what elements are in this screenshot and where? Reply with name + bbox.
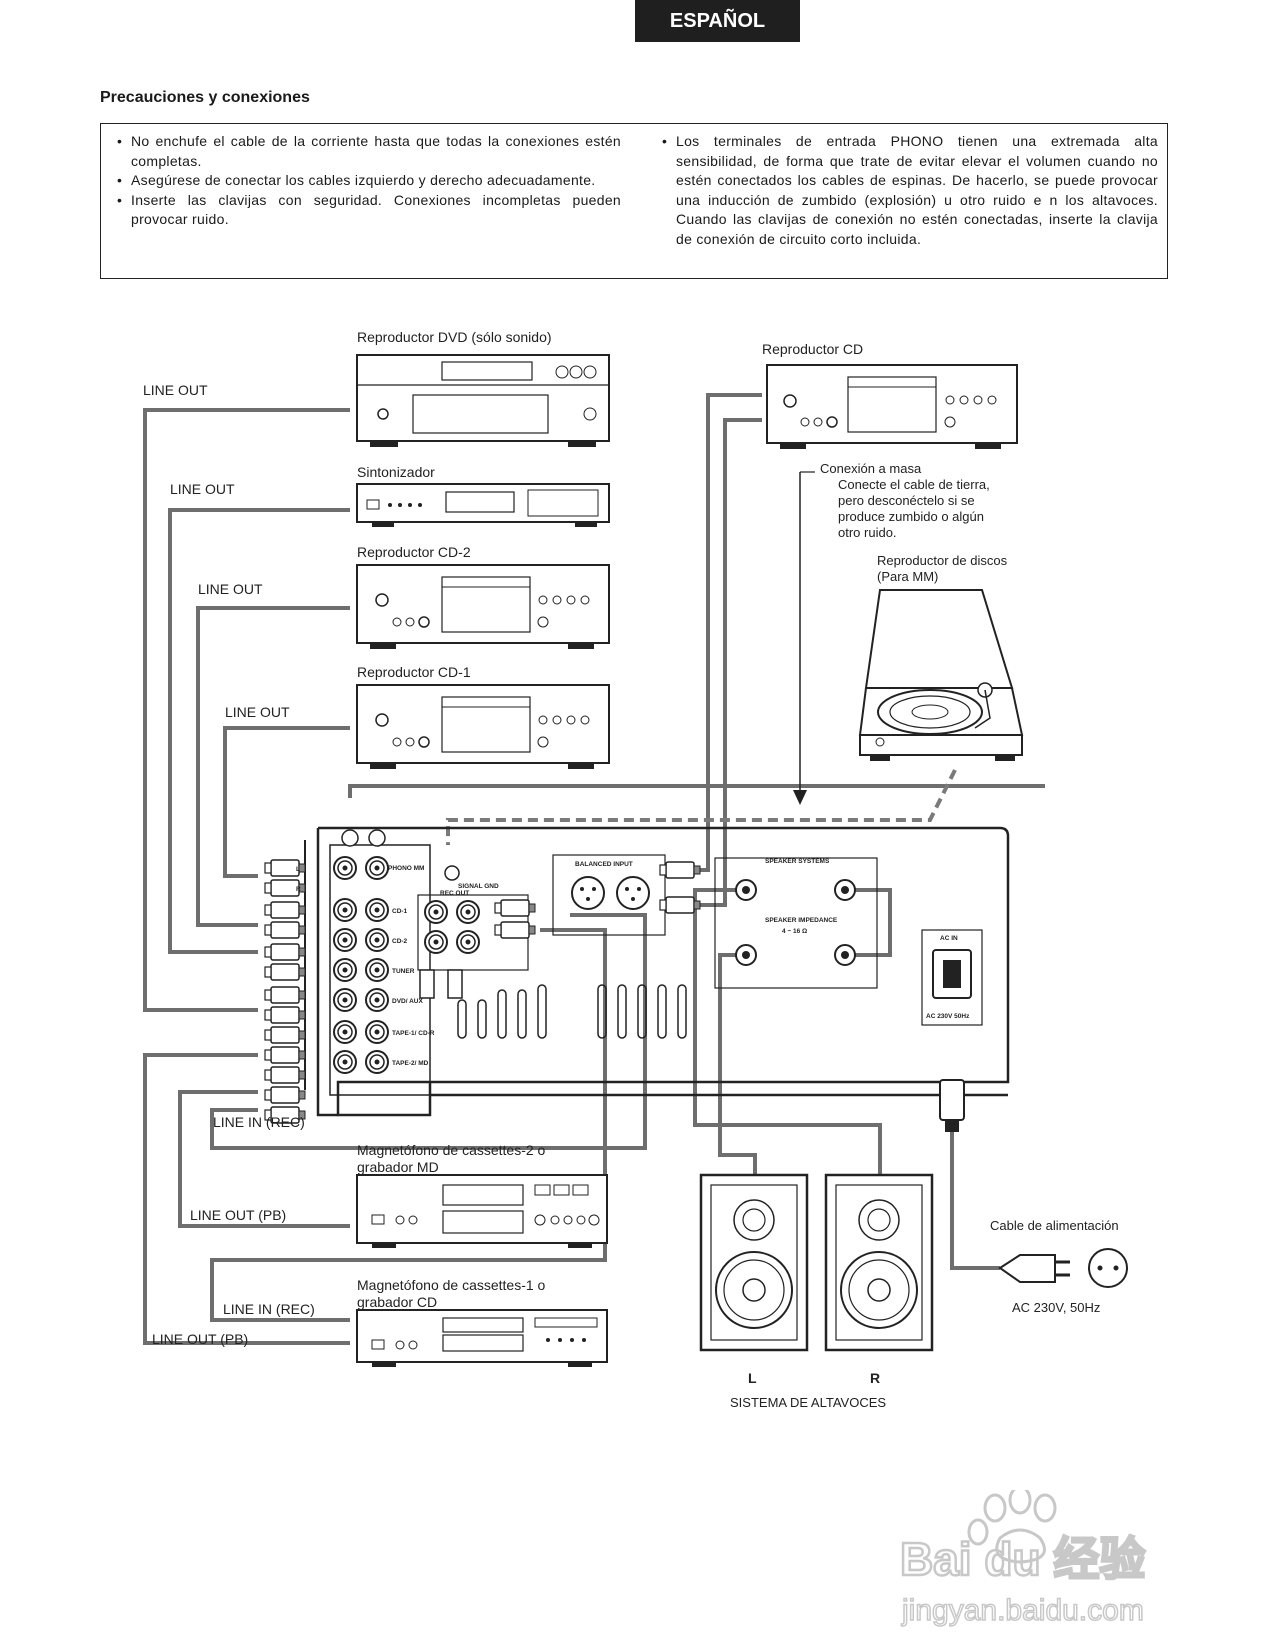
cable-speaker-r [693,888,882,1175]
cable-tape2-pb [178,1090,350,1228]
cable-cd-balanced-1 [700,393,762,872]
label-speaker-r: R [870,1370,880,1386]
label-line-out-pb-2: LINE OUT (PB) [190,1207,286,1223]
label-line-in-rec-1: LINE IN (REC) [223,1301,315,1317]
dvd-player [356,354,610,447]
precaution-item: Los terminales de entrada PHONO tienen u… [656,132,1158,249]
precaution-item: Inserte las clavijas con seguridad. Cone… [111,191,621,230]
label-ac-in: AC IN [940,935,958,942]
ground-note: pero desconéctelo si se [838,493,975,508]
cable-cd2 [196,606,350,927]
label-ac-rating: AC 230V 50Hz [926,1013,970,1020]
label-tape2: TAPE-2/ MD [392,1060,429,1067]
cable-tuner [168,508,350,954]
label-phono-mm: PHONO MM [388,865,424,872]
label-cd2: CD-2 [392,938,408,945]
section-title: Precauciones y conexiones [100,89,310,106]
paw-icon [967,1490,1057,1564]
cable-tape1-pb [143,1053,350,1345]
cd-player-2 [356,564,610,649]
label-tape2-md: grabador MD [357,1159,439,1175]
label-dvd-aux: DVD/ AUX [392,998,423,1005]
label-dvd-player: Reproductor DVD (sólo sonido) [357,329,552,345]
cable-phono [348,784,1045,798]
cable-power [950,1130,1000,1270]
amplifier-rear-panel: PHONO MM SIGNAL GND CD-1 CD-2 TUNER DVD/… [304,826,1010,1117]
cable-tape2-rec [210,913,647,1150]
label-turntable-mm: (Para MM) [877,569,938,584]
cable-cd-balanced-2 [700,418,762,907]
turntable [858,589,1024,761]
label-signal-gnd: SIGNAL GND [458,883,499,890]
cables [143,393,1045,1345]
label-tape1: Magnetófono de cassettes-1 o [357,1277,546,1293]
precautions-left: No enchufe el cable de la corriente hast… [111,132,621,230]
label-line-out-dvd: LINE OUT [143,382,208,398]
label-line-out-pb-1: LINE OUT (PB) [152,1331,248,1347]
ground-wire [446,769,957,845]
label-speaker-impedance: SPEAKER IMPEDANCE [765,917,838,924]
label-line-in-rec-2: LINE IN (REC) [213,1114,305,1130]
label-rec-out: REC OUT [440,890,469,897]
ground-arrow [793,790,807,805]
tape-deck-1 [356,1309,608,1367]
tuner [356,483,610,527]
label-speaker-l: L [748,1370,757,1386]
ground-note: Conecte el cable de tierra, [838,477,990,492]
tape-deck-2 [356,1174,608,1248]
plug-label-r: R [296,886,301,893]
watermark-url: jingyan.baidu.com [901,1594,1144,1627]
cable-dvd [143,408,350,1012]
label-line-out-cd1: LINE OUT [225,704,290,720]
label-turntable: Reproductor de discos [877,553,1008,568]
precaution-item: Asegúrese de conectar los cables izquier… [111,171,621,191]
plug-label-l: L [296,866,300,873]
label-cd: Reproductor CD [762,341,863,357]
cable-speaker-l [718,953,757,1175]
label-balanced-input: BALANCED INPUT [575,861,633,868]
label-speaker-system: SISTEMA DE ALTAVOCES [730,1395,886,1410]
cd-player [766,364,1018,449]
label-line-out-cd2: LINE OUT [198,581,263,597]
ground-note: otro ruido. [838,525,897,540]
ground-note: produce zumbido o algún [838,509,984,524]
label-power-spec: AC 230V, 50Hz [1012,1300,1100,1315]
watermark-brand: Bai du 经验 [900,1533,1145,1585]
label-speaker-systems: SPEAKER SYSTEMS [765,858,830,865]
watermark: Bai du 经验 jingyan.baidu.com [900,1490,1147,1628]
language-tab: ESPAÑOL [635,0,800,42]
label-tape2: Magnetófono de cassettes-2 o [357,1142,546,1158]
input-jacks [333,898,389,1074]
rca-plugs: L R [264,829,965,1132]
speaker-right [824,1173,934,1352]
power-plug [998,1248,1128,1288]
cable-speaker-link [845,888,892,957]
precaution-item: No enchufe el cable de la corriente hast… [111,132,621,171]
cd-player-1 [356,684,610,769]
label-impedance-value: 4 ~ 16 Ω [782,928,807,935]
label-tuner: TUNER [392,968,415,975]
label-tape1: TAPE-1/ CD-R [392,1030,435,1037]
label-tape1-cd: grabador CD [357,1294,437,1310]
precautions-right: Los terminales de entrada PHONO tienen u… [656,132,1158,249]
cable-cd1 [223,726,350,878]
label-cd1: Reproductor CD-1 [357,664,471,680]
ground-title: Conexión a masa [820,461,922,476]
label-power-cable: Cable de alimentación [990,1218,1119,1233]
precautions-box: No enchufe el cable de la corriente hast… [100,123,1168,279]
cable-tape1-rec [210,928,607,1322]
label-cd1: CD-1 [392,908,408,915]
label-line-out-tuner: LINE OUT [170,481,235,497]
label-tuner: Sintonizador [357,464,435,480]
label-cd2: Reproductor CD-2 [357,544,471,560]
speaker-left [699,1173,809,1352]
